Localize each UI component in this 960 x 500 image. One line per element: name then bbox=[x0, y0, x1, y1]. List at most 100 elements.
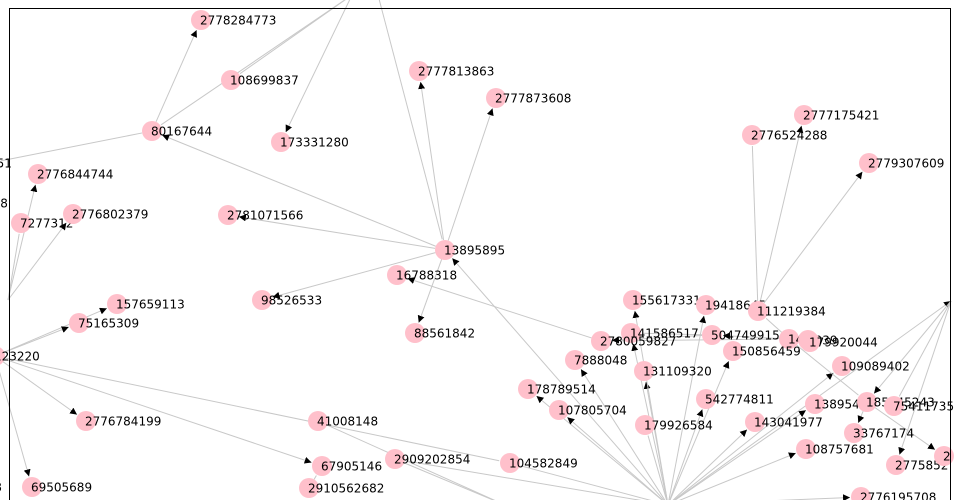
node-n2775852[interactable]: 2775852 bbox=[886, 455, 948, 475]
node-circle[interactable] bbox=[745, 412, 765, 432]
node-n251[interactable]: 251 bbox=[0, 153, 12, 173]
node-n2776844744[interactable]: 2776844744 bbox=[28, 164, 113, 184]
node-n7888048[interactable]: 7888048 bbox=[565, 350, 627, 370]
node-n542774811[interactable]: 542774811 bbox=[696, 389, 774, 409]
node-circle[interactable] bbox=[591, 331, 611, 351]
node-circle[interactable] bbox=[28, 164, 48, 184]
node-circle[interactable] bbox=[844, 423, 864, 443]
node-n658[interactable]: 658 bbox=[0, 193, 8, 213]
node-n111219384[interactable]: 111219384 bbox=[748, 301, 826, 321]
node-n155617331[interactable]: 155617331 bbox=[623, 290, 701, 310]
node-circle[interactable] bbox=[565, 350, 585, 370]
node-circle[interactable] bbox=[63, 204, 83, 224]
node-n173331280[interactable]: 173331280 bbox=[271, 132, 349, 152]
node-n2780059827[interactable]: 2780059827 bbox=[591, 331, 676, 351]
node-circle[interactable] bbox=[621, 323, 641, 343]
node-n69505689[interactable]: 69505689 bbox=[22, 477, 92, 497]
node-circle[interactable] bbox=[387, 265, 407, 285]
node-circle[interactable] bbox=[696, 389, 716, 409]
node-circle[interactable] bbox=[0, 346, 5, 366]
node-circle[interactable] bbox=[385, 449, 405, 469]
node-circle[interactable] bbox=[796, 439, 816, 459]
node-circle[interactable] bbox=[859, 153, 879, 173]
node-n178789514[interactable]: 178789514 bbox=[518, 379, 596, 399]
node-circle[interactable] bbox=[252, 290, 272, 310]
node-n2910562682[interactable]: 2910562682 bbox=[299, 478, 384, 498]
node-circle[interactable] bbox=[934, 446, 954, 466]
node-circle[interactable] bbox=[696, 295, 716, 315]
node-n108699837[interactable]: 108699837 bbox=[221, 70, 299, 90]
node-circle[interactable] bbox=[409, 61, 429, 81]
node-circle[interactable] bbox=[884, 396, 904, 416]
node-circle[interactable] bbox=[805, 394, 825, 414]
node-n2776524288[interactable]: 2776524288 bbox=[742, 125, 827, 145]
node-n33767174[interactable]: 33767174 bbox=[844, 423, 914, 443]
node-n179926584[interactable]: 179926584 bbox=[635, 415, 713, 435]
node-n2777813863[interactable]: 2777813863 bbox=[409, 61, 494, 81]
node-circle[interactable] bbox=[435, 240, 455, 260]
node-n7277312[interactable]: 7277312 bbox=[11, 213, 73, 233]
node-n504749915[interactable]: 504749915 bbox=[702, 325, 780, 345]
node-n131109320[interactable]: 131109320 bbox=[634, 361, 712, 381]
node-circle[interactable] bbox=[271, 132, 291, 152]
node-circle[interactable] bbox=[142, 121, 162, 141]
node-circle[interactable] bbox=[69, 313, 89, 333]
node-n2776195708[interactable]: 2776195708 bbox=[851, 487, 936, 500]
node-circle[interactable] bbox=[634, 361, 654, 381]
node-circle[interactable] bbox=[800, 332, 820, 352]
node-n2778284773[interactable]: 2778284773 bbox=[191, 10, 276, 30]
node-n2781071566[interactable]: 2781071566 bbox=[218, 205, 303, 225]
node-circle[interactable] bbox=[221, 70, 241, 90]
node-circle[interactable] bbox=[299, 478, 319, 498]
node-n2909202854[interactable]: 2909202854 bbox=[385, 449, 470, 469]
node-n88561842[interactable]: 88561842 bbox=[405, 323, 475, 343]
node-n2777873608[interactable]: 2777873608 bbox=[486, 88, 571, 108]
node-circle[interactable] bbox=[832, 356, 852, 376]
node-n104582849[interactable]: 104582849 bbox=[500, 453, 578, 473]
node-n754117351[interactable]: 75411735 bbox=[884, 396, 954, 416]
node-circle[interactable] bbox=[779, 329, 799, 349]
node-n141586517[interactable]: 141586517 bbox=[621, 323, 699, 343]
node-circle[interactable] bbox=[857, 392, 877, 412]
node-circle[interactable] bbox=[312, 456, 332, 476]
node-circle[interactable] bbox=[748, 301, 768, 321]
node-n2776802379[interactable]: 2776802379 bbox=[63, 204, 148, 224]
node-n16788318[interactable]: 16788318 bbox=[387, 265, 457, 285]
node-circle[interactable] bbox=[308, 411, 328, 431]
node-circle[interactable] bbox=[742, 125, 762, 145]
node-n41008148[interactable]: 41008148 bbox=[308, 411, 378, 431]
node-n157659113[interactable]: 157659113 bbox=[107, 294, 185, 314]
node-circle[interactable] bbox=[486, 88, 506, 108]
node-n188[interactable]: 188 bbox=[0, 477, 2, 497]
node-n108757681[interactable]: 108757681 bbox=[796, 439, 874, 459]
node-circle[interactable] bbox=[851, 487, 871, 500]
node-circle[interactable] bbox=[518, 379, 538, 399]
node-n2776784199[interactable]: 2776784199 bbox=[76, 411, 161, 431]
node-circle[interactable] bbox=[702, 325, 722, 345]
node-n13895895[interactable]: 13895895 bbox=[435, 240, 505, 260]
node-n107805704[interactable]: 107805704 bbox=[549, 400, 627, 420]
node-n109089402[interactable]: 109089402 bbox=[832, 356, 910, 376]
node-circle[interactable] bbox=[549, 400, 569, 420]
node-circle[interactable] bbox=[218, 205, 238, 225]
node-circle[interactable] bbox=[623, 290, 643, 310]
node-n179920044[interactable]: 179920044 bbox=[800, 332, 878, 352]
node-circle[interactable] bbox=[76, 411, 96, 431]
node-n143041977[interactable]: 143041977 bbox=[745, 412, 823, 432]
node-n138954[interactable]: 138954 bbox=[805, 394, 860, 414]
node-circle[interactable] bbox=[191, 10, 211, 30]
node-n98526533[interactable]: 98526533 bbox=[252, 290, 322, 310]
node-n150856459[interactable]: 150856459 bbox=[723, 341, 801, 361]
node-circle[interactable] bbox=[107, 294, 127, 314]
node-n2779307609[interactable]: 2779307609 bbox=[859, 153, 944, 173]
node-circle[interactable] bbox=[886, 455, 906, 475]
node-n80167644[interactable]: 80167644 bbox=[142, 121, 212, 141]
node-n75165309[interactable]: 75165309 bbox=[69, 313, 139, 333]
node-circle[interactable] bbox=[11, 213, 31, 233]
node-circle[interactable] bbox=[794, 105, 814, 125]
node-circle[interactable] bbox=[635, 415, 655, 435]
node-n2Right[interactable]: 2 bbox=[934, 446, 954, 466]
node-circle[interactable] bbox=[500, 453, 520, 473]
node-n123220[interactable]: 123220 bbox=[0, 346, 40, 366]
node-circle[interactable] bbox=[405, 323, 425, 343]
